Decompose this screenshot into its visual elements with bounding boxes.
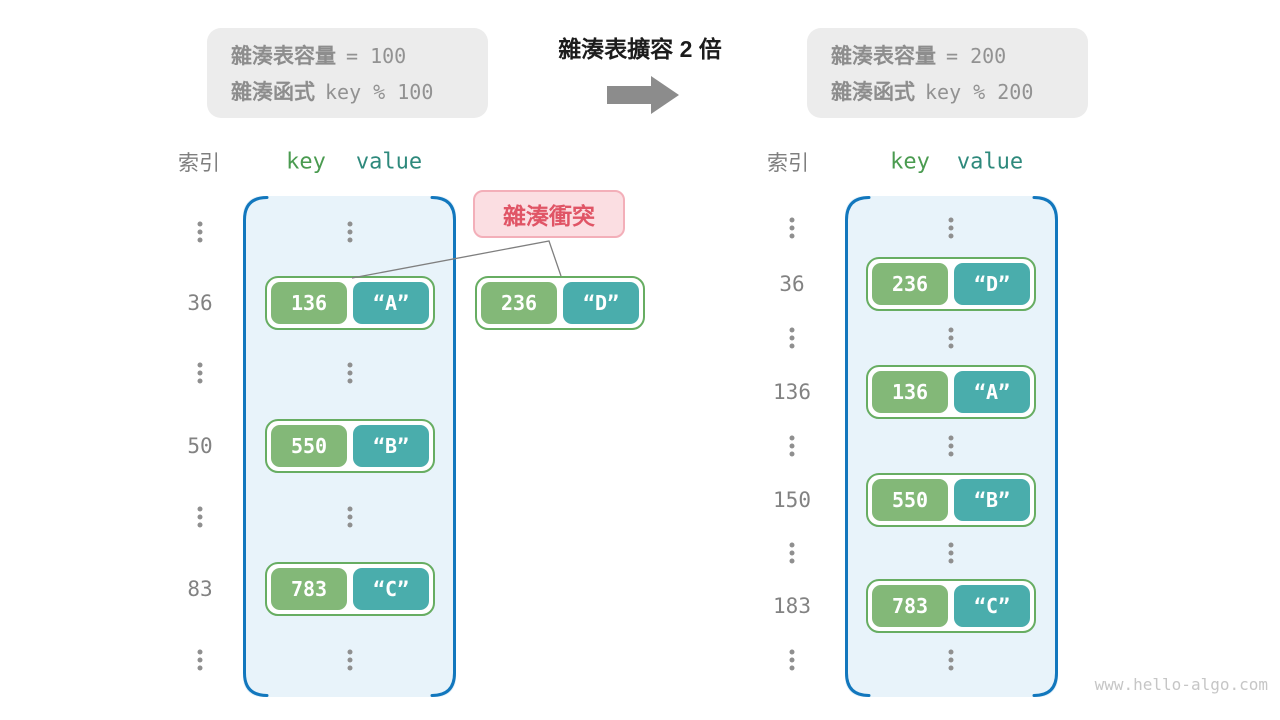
ellipsis-dots	[197, 362, 203, 384]
ellipsis-dots	[347, 362, 353, 384]
pair-key: 550	[271, 425, 347, 467]
ellipsis-dots	[197, 506, 203, 528]
right-header-value: value	[956, 149, 1024, 175]
pair-783-C: 783 “C”	[265, 562, 435, 616]
pair-value: “C”	[353, 568, 429, 610]
pair-236-D: 236 “D”	[475, 276, 645, 330]
hash-function-value: key % 100	[325, 80, 434, 104]
pair-key: 550	[872, 479, 948, 521]
pair-value: “C”	[954, 585, 1030, 627]
capacity-label: 雜湊表容量	[231, 45, 336, 68]
ellipsis-dots	[948, 542, 954, 564]
pair-value: “D”	[563, 282, 639, 324]
pair-value: “D”	[954, 263, 1030, 305]
ellipsis-dots	[789, 542, 795, 564]
pair-key: 236	[872, 263, 948, 305]
right-arrow-icon	[607, 76, 679, 119]
left-header-key: key	[286, 149, 326, 175]
ellipsis-dots	[197, 221, 203, 243]
capacity-line: 雜湊表容量 = 100	[231, 40, 488, 70]
hash-function-value: key % 200	[925, 80, 1034, 104]
right-header-key: key	[890, 149, 930, 175]
index-label: 36	[779, 272, 805, 296]
index-label: 136	[773, 380, 811, 404]
capacity-value: = 100	[346, 44, 407, 68]
pair-783-C-right: 783 “C”	[866, 579, 1036, 633]
pair-236-D-right: 236 “D”	[866, 257, 1036, 311]
watermark: www.hello-algo.com	[1094, 675, 1268, 694]
index-label: 83	[187, 577, 213, 601]
transition-title: 雜湊表擴容 2 倍	[558, 36, 722, 62]
ellipsis-dots	[948, 217, 954, 239]
ellipsis-dots	[789, 327, 795, 349]
ellipsis-dots	[948, 649, 954, 671]
hash-function-label: 雜湊函式	[831, 81, 915, 104]
index-label: 50	[187, 434, 213, 458]
ellipsis-dots	[789, 217, 795, 239]
ellipsis-dots	[347, 221, 353, 243]
ellipsis-dots	[197, 649, 203, 671]
pair-key: 136	[271, 282, 347, 324]
index-label: 36	[187, 291, 213, 315]
index-label: 183	[773, 594, 811, 618]
hash-function-line: 雜湊函式 key % 100	[231, 76, 488, 106]
pair-550-B: 550 “B”	[265, 419, 435, 473]
left-header-index: 索引	[178, 152, 220, 175]
pair-550-B-right: 550 “B”	[866, 473, 1036, 527]
index-label: 150	[773, 488, 811, 512]
pair-value: “B”	[353, 425, 429, 467]
capacity-value: = 200	[946, 44, 1007, 68]
bracket-border	[845, 196, 1058, 697]
collision-label: 雜湊衝突	[473, 190, 625, 238]
right-header-index: 索引	[767, 152, 809, 175]
pair-value: “A”	[954, 371, 1030, 413]
ellipsis-dots	[347, 506, 353, 528]
info-box-after: 雜湊表容量 = 200 雜湊函式 key % 200	[807, 28, 1088, 118]
ellipsis-dots	[948, 327, 954, 349]
pair-key: 783	[271, 568, 347, 610]
ellipsis-dots	[789, 649, 795, 671]
info-box-before: 雜湊表容量 = 100 雜湊函式 key % 100	[207, 28, 488, 118]
pair-136-A-right: 136 “A”	[866, 365, 1036, 419]
hash-function-label: 雜湊函式	[231, 81, 315, 104]
bracket-border	[243, 196, 456, 697]
ellipsis-dots	[948, 435, 954, 457]
ellipsis-dots	[347, 649, 353, 671]
pair-key: 783	[872, 585, 948, 627]
pair-value: “B”	[954, 479, 1030, 521]
pair-key: 236	[481, 282, 557, 324]
pair-136-A: 136 “A”	[265, 276, 435, 330]
left-header-value: value	[355, 149, 423, 175]
capacity-label: 雜湊表容量	[831, 45, 936, 68]
hash-function-line: 雜湊函式 key % 200	[831, 76, 1088, 106]
pair-key: 136	[872, 371, 948, 413]
capacity-line: 雜湊表容量 = 200	[831, 40, 1088, 70]
ellipsis-dots	[789, 435, 795, 457]
pair-value: “A”	[353, 282, 429, 324]
